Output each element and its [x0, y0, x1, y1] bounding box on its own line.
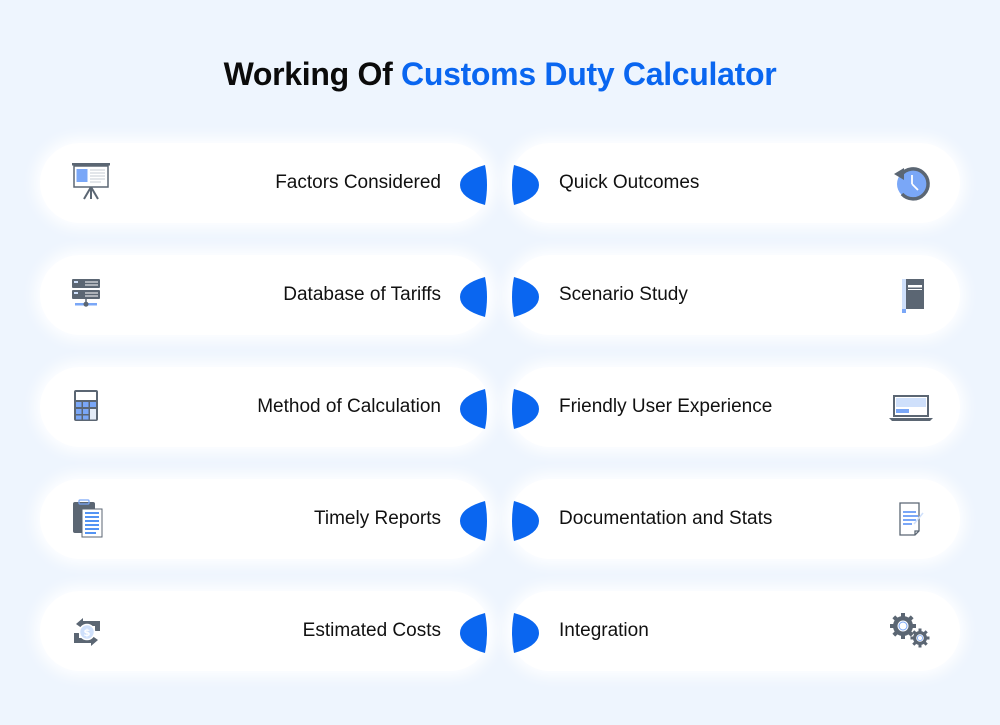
page-title: Working Of Customs Duty Calculator	[0, 56, 1000, 93]
feature-card-quick-outcomes: Quick Outcomes	[510, 143, 960, 223]
connector-left-icon	[459, 388, 489, 430]
feature-card-factors-considered: Factors Considered	[40, 143, 490, 223]
presentation-board-icon	[68, 161, 114, 205]
feature-label: Friendly User Experience	[559, 396, 773, 417]
feature-card-scenario-study: Scenario Study	[510, 255, 960, 335]
connector-right-icon	[510, 388, 540, 430]
feature-label: Factors Considered	[275, 172, 441, 193]
feature-card-documentation-and-stats: Documentation and Stats	[510, 479, 960, 559]
feature-label: Quick Outcomes	[559, 172, 700, 193]
connector-right-icon	[510, 500, 540, 542]
server-database-icon	[68, 273, 114, 317]
title-prefix: Working Of	[223, 56, 402, 92]
feature-card-estimated-costs: $ Estimated Costs	[40, 591, 490, 671]
document-edit-icon	[888, 497, 934, 541]
feature-label: Integration	[559, 620, 649, 641]
book-icon	[888, 273, 934, 317]
connector-left-icon	[459, 276, 489, 318]
feature-label: Estimated Costs	[302, 620, 441, 641]
clock-history-icon	[888, 161, 934, 205]
feature-label: Database of Tariffs	[283, 284, 441, 305]
svg-text:$: $	[84, 628, 91, 639]
dollar-exchange-icon: $	[68, 609, 114, 653]
feature-row-3: Method of Calculation Friendly User Expe…	[0, 367, 1000, 447]
gears-icon	[888, 609, 934, 653]
feature-card-database-of-tariffs: Database of Tariffs	[40, 255, 490, 335]
feature-card-integration: Integration	[510, 591, 960, 671]
feature-row-1: Factors Considered Quick Outcomes	[0, 143, 1000, 223]
connector-right-icon	[510, 164, 540, 206]
connector-right-icon	[510, 276, 540, 318]
feature-label: Documentation and Stats	[559, 508, 773, 529]
laptop-icon	[888, 385, 934, 429]
feature-card-friendly-user-experience: Friendly User Experience	[510, 367, 960, 447]
connector-right-icon	[510, 612, 540, 654]
feature-row-4: Timely Reports Documentation and Stats	[0, 479, 1000, 559]
title-accent: Customs Duty Calculator	[401, 56, 777, 92]
feature-row-5: $ Estimated Costs Integration	[0, 591, 1000, 671]
connector-left-icon	[459, 500, 489, 542]
clipboard-report-icon	[68, 497, 114, 541]
feature-label: Scenario Study	[559, 284, 688, 305]
feature-label: Method of Calculation	[257, 396, 441, 417]
feature-card-timely-reports: Timely Reports	[40, 479, 490, 559]
connector-left-icon	[459, 612, 489, 654]
calculator-icon	[68, 385, 114, 429]
feature-label: Timely Reports	[313, 508, 441, 529]
connector-left-icon	[459, 164, 489, 206]
feature-row-2: Database of Tariffs Scenario Study	[0, 255, 1000, 335]
feature-card-method-of-calculation: Method of Calculation	[40, 367, 490, 447]
